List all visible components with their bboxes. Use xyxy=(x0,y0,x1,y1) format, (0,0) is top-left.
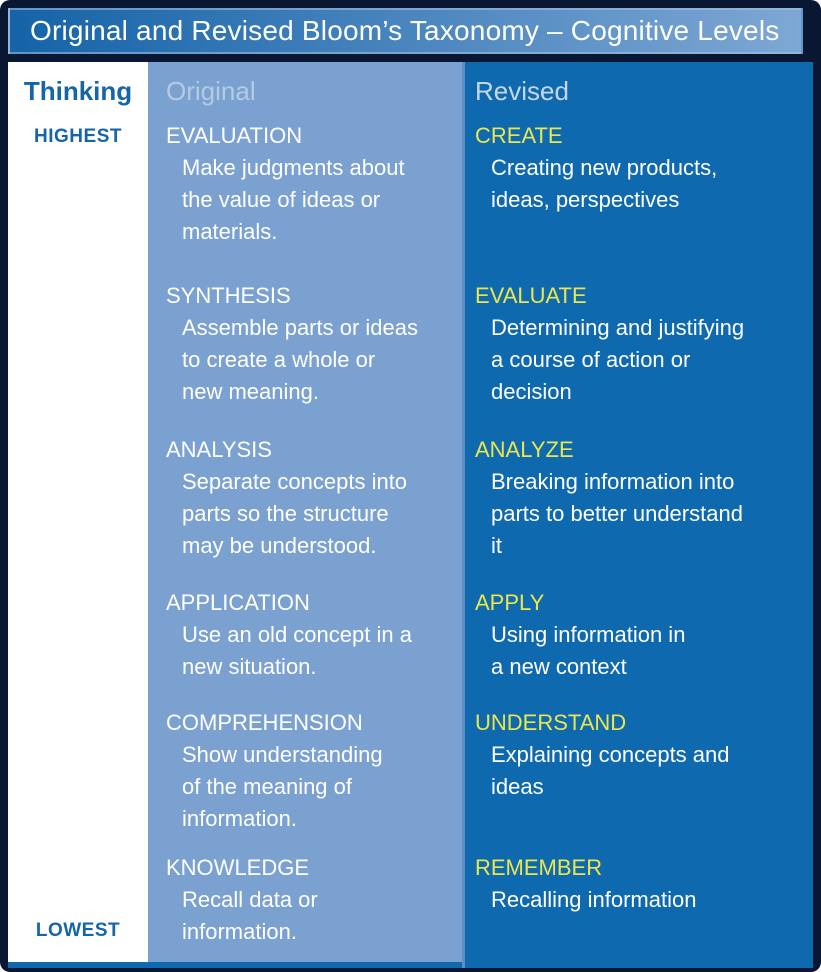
level-name: UNDERSTAND xyxy=(475,710,627,735)
original-level-analysis: ANALYSIS Separate concepts into parts so… xyxy=(148,434,462,587)
level-name: KNOWLEDGE xyxy=(166,855,310,880)
level-description: Assemble parts or ideas to create a whol… xyxy=(182,315,418,404)
level-description: Recall data or information. xyxy=(182,887,318,944)
columns-row: Thinking HIGHEST LOWEST Original EVALUAT… xyxy=(8,62,813,968)
level-description: Use an old concept in a new situation. xyxy=(182,622,412,679)
level-name: CREATE xyxy=(475,123,563,148)
original-column-header: Original xyxy=(166,75,256,106)
original-level-evaluation: EVALUATION Make judgments about the valu… xyxy=(148,120,462,280)
original-level-synthesis: SYNTHESIS Assemble parts or ideas to cre… xyxy=(148,280,462,434)
level-description: Make judgments about the value of ideas … xyxy=(182,155,405,244)
level-name: SYNTHESIS xyxy=(166,283,291,308)
level-description: Explaining concepts and ideas xyxy=(491,742,730,799)
original-level-comprehension: COMPREHENSION Show understanding of the … xyxy=(148,707,462,852)
original-level-application: APPLICATION Use an old concept in a new … xyxy=(148,587,462,707)
original-column: Original EVALUATION Make judgments about… xyxy=(148,62,462,962)
level-name: REMEMBER xyxy=(475,855,603,880)
level-name: EVALUATE xyxy=(475,283,587,308)
thinking-column: Thinking HIGHEST LOWEST xyxy=(8,62,148,962)
title-bar: Original and Revised Bloom’s Taxonomy – … xyxy=(8,8,803,54)
revised-level-understand: UNDERSTAND Explaining concepts and ideas xyxy=(465,707,813,852)
revised-header-zone: Revised xyxy=(465,62,813,120)
revised-column-header: Revised xyxy=(475,75,569,106)
level-description: Creating new products, ideas, perspectiv… xyxy=(491,155,718,212)
level-description: Recalling information xyxy=(491,887,697,912)
revised-level-apply: APPLY Using information in a new context xyxy=(465,587,813,707)
revised-level-analyze: ANALYZE Breaking information into parts … xyxy=(465,434,813,587)
level-name: EVALUATION xyxy=(166,123,303,148)
revised-column: Revised CREATE Creating new products, id… xyxy=(462,62,813,968)
level-description: Determining and justifying a course of a… xyxy=(491,315,745,404)
level-description: Separate concepts into parts so the stru… xyxy=(182,469,408,558)
level-description: Breaking information into parts to bette… xyxy=(491,469,743,558)
thinking-header-zone: Thinking xyxy=(24,62,132,120)
level-name: ANALYSIS xyxy=(166,437,272,462)
original-header-zone: Original xyxy=(148,62,462,120)
level-description: Show understanding of the meaning of inf… xyxy=(182,742,383,831)
thinking-column-header: Thinking xyxy=(23,75,133,106)
level-description: Using information in a new context xyxy=(491,622,686,679)
highest-label: HIGHEST xyxy=(34,126,122,147)
revised-level-create: CREATE Creating new products, ideas, per… xyxy=(465,120,813,280)
original-level-knowledge: KNOWLEDGE Recall data or information. xyxy=(148,852,462,962)
level-name: COMPREHENSION xyxy=(166,710,363,735)
lowest-label: LOWEST xyxy=(35,920,121,941)
level-name: APPLY xyxy=(475,590,545,615)
level-name: APPLICATION xyxy=(166,590,310,615)
level-name: ANALYZE xyxy=(475,437,574,462)
revised-level-remember: REMEMBER Recalling information xyxy=(465,852,813,968)
revised-level-evaluate: EVALUATE Determining and justifying a co… xyxy=(465,280,813,434)
page-title: Original and Revised Bloom’s Taxonomy – … xyxy=(30,15,780,46)
